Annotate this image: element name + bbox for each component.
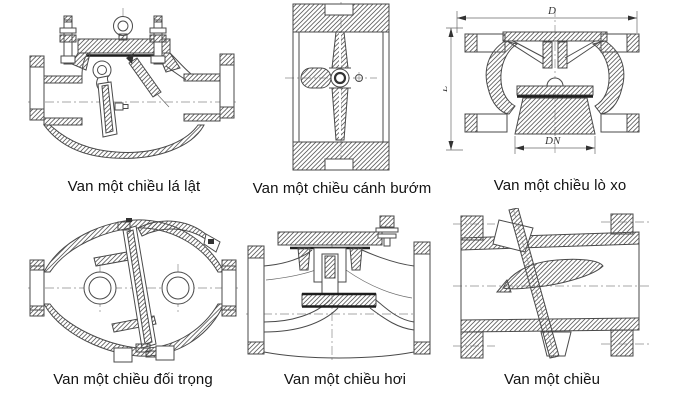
counterweight-check-valve-drawing	[28, 218, 238, 363]
hinge-lug	[300, 67, 332, 89]
swing-check-valve-drawing	[28, 8, 236, 159]
caption-butterfly-check-valve: Van một chiều cánh bướm	[252, 180, 432, 197]
caption-plain-check-valve: Van một chiều	[503, 371, 601, 388]
bolt-stack-left	[59, 15, 77, 65]
dim-label-dn: DN	[544, 135, 561, 147]
dimension-d: D	[456, 5, 638, 33]
dimension-l: L	[443, 27, 463, 151]
butterfly-check-valve-drawing	[285, 2, 390, 172]
plain-check-valve-drawing	[453, 208, 649, 359]
dim-label-d: D	[547, 5, 556, 17]
bolt-stack-right	[149, 15, 167, 65]
caption-spring-check-valve: Van một chiều lò xo	[493, 177, 627, 194]
tilting-disc	[502, 258, 604, 290]
dim-label-l: L	[443, 86, 450, 93]
cover-bolt	[375, 215, 399, 247]
caption-steam-check-valve: Van một chiều hơi	[283, 371, 407, 388]
steam-check-valve-drawing	[246, 215, 432, 360]
caption-swing-check-valve: Van một chiều lá lật	[67, 178, 201, 195]
spring-check-valve-drawing: D L	[443, 5, 640, 154]
dimension-dn: DN	[514, 135, 596, 154]
caption-counterweight-check-valve: Van một chiều đối trọng	[53, 371, 213, 388]
